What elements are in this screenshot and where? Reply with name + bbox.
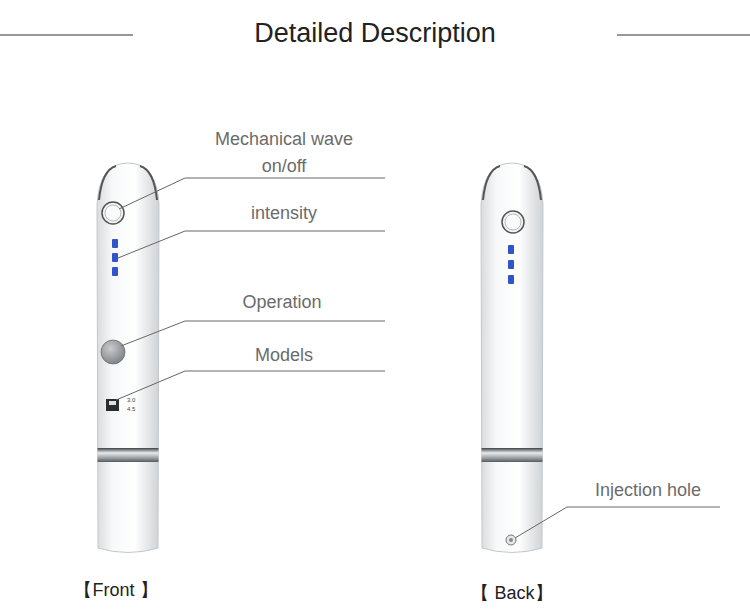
title-rule — [617, 35, 750, 36]
callout-label: Mechanical wave on/off — [209, 126, 359, 180]
title-rule — [0, 35, 133, 36]
back-device — [481, 163, 543, 553]
callout-label: Operation — [242, 292, 321, 313]
view-label: 【Front 】 — [74, 580, 157, 601]
leader-line — [121, 321, 385, 346]
switch-mark: 4.5 — [127, 406, 135, 413]
switch-mark: 3.0 — [127, 397, 135, 404]
leader-lines — [116, 178, 720, 538]
leader-line — [515, 507, 720, 538]
callout-label: Injection hole — [595, 480, 701, 501]
front-device — [97, 163, 159, 553]
callout-label: Models — [255, 345, 313, 366]
page-title: Detailed Description — [254, 18, 496, 49]
leader-line — [118, 231, 385, 258]
leader-line — [116, 371, 385, 400]
callout-label: intensity — [251, 203, 317, 224]
view-label: 【 Back】 — [471, 583, 552, 604]
